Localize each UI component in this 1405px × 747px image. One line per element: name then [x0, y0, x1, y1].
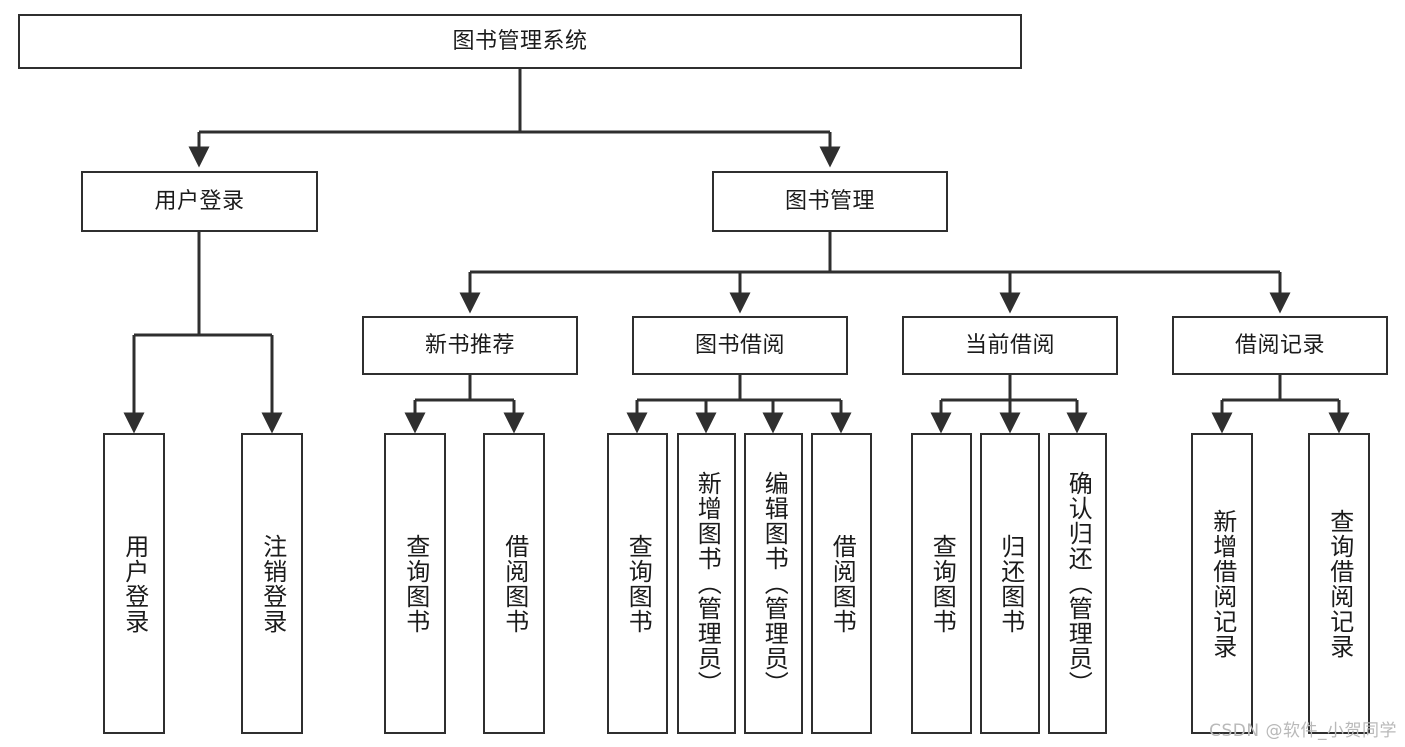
- node-label: 图书管理系统: [452, 28, 588, 54]
- node-label: 编辑图书（管理员）: [760, 471, 789, 696]
- node-current-borrow[interactable]: 当前借阅: [902, 316, 1118, 375]
- node-label: 查询借阅记录: [1325, 508, 1354, 659]
- node-label: 新书推荐: [424, 332, 515, 358]
- node-book-borrow[interactable]: 图书借阅: [632, 316, 848, 375]
- node-label: 借阅图书: [828, 533, 857, 634]
- leaf-query-borrow-record[interactable]: 查询借阅记录: [1308, 433, 1370, 734]
- leaf-book-borrow-query-book[interactable]: 查询图书: [607, 433, 668, 734]
- node-label: 借阅记录: [1234, 332, 1325, 358]
- leaf-current-borrow-query-book[interactable]: 查询图书: [911, 433, 972, 734]
- node-label: 查询图书: [401, 533, 430, 634]
- leaf-logout[interactable]: 注销登录: [241, 433, 303, 734]
- node-label: 用户登录: [154, 188, 245, 214]
- node-label: 图书管理: [784, 188, 875, 214]
- node-label: 新增图书（管理员）: [693, 471, 722, 696]
- node-root-book-management-system[interactable]: 图书管理系统: [18, 14, 1022, 69]
- node-label: 确认归还（管理员）: [1064, 471, 1093, 696]
- leaf-new-book-query-book[interactable]: 查询图书: [384, 433, 446, 734]
- leaf-new-book-borrow-book[interactable]: 借阅图书: [483, 433, 545, 734]
- leaf-book-borrow-edit-book-admin[interactable]: 编辑图书（管理员）: [744, 433, 803, 734]
- csdn-watermark: CSDN @软件_小贺同学: [1209, 721, 1397, 741]
- node-label: 注销登录: [258, 533, 287, 634]
- node-label: 查询图书: [624, 533, 653, 634]
- node-label: 用户登录: [120, 533, 149, 634]
- node-new-book-recommend[interactable]: 新书推荐: [362, 316, 578, 375]
- leaf-add-borrow-record[interactable]: 新增借阅记录: [1191, 433, 1253, 734]
- node-book-management[interactable]: 图书管理: [712, 171, 948, 232]
- leaf-book-borrow-add-book-admin[interactable]: 新增图书（管理员）: [677, 433, 736, 734]
- node-borrow-record[interactable]: 借阅记录: [1172, 316, 1388, 375]
- node-user-login[interactable]: 用户登录: [81, 171, 318, 232]
- node-label: 借阅图书: [500, 533, 529, 634]
- leaf-current-borrow-confirm-return-admin[interactable]: 确认归还（管理员）: [1048, 433, 1107, 734]
- node-label: 查询图书: [928, 533, 957, 634]
- node-label: 当前借阅: [964, 332, 1055, 358]
- node-label: 图书借阅: [694, 332, 785, 358]
- leaf-book-borrow-borrow-book[interactable]: 借阅图书: [811, 433, 872, 734]
- node-label: 新增借阅记录: [1208, 508, 1237, 659]
- node-label: 归还图书: [996, 533, 1025, 634]
- leaf-user-login[interactable]: 用户登录: [103, 433, 165, 734]
- leaf-current-borrow-return-book[interactable]: 归还图书: [980, 433, 1040, 734]
